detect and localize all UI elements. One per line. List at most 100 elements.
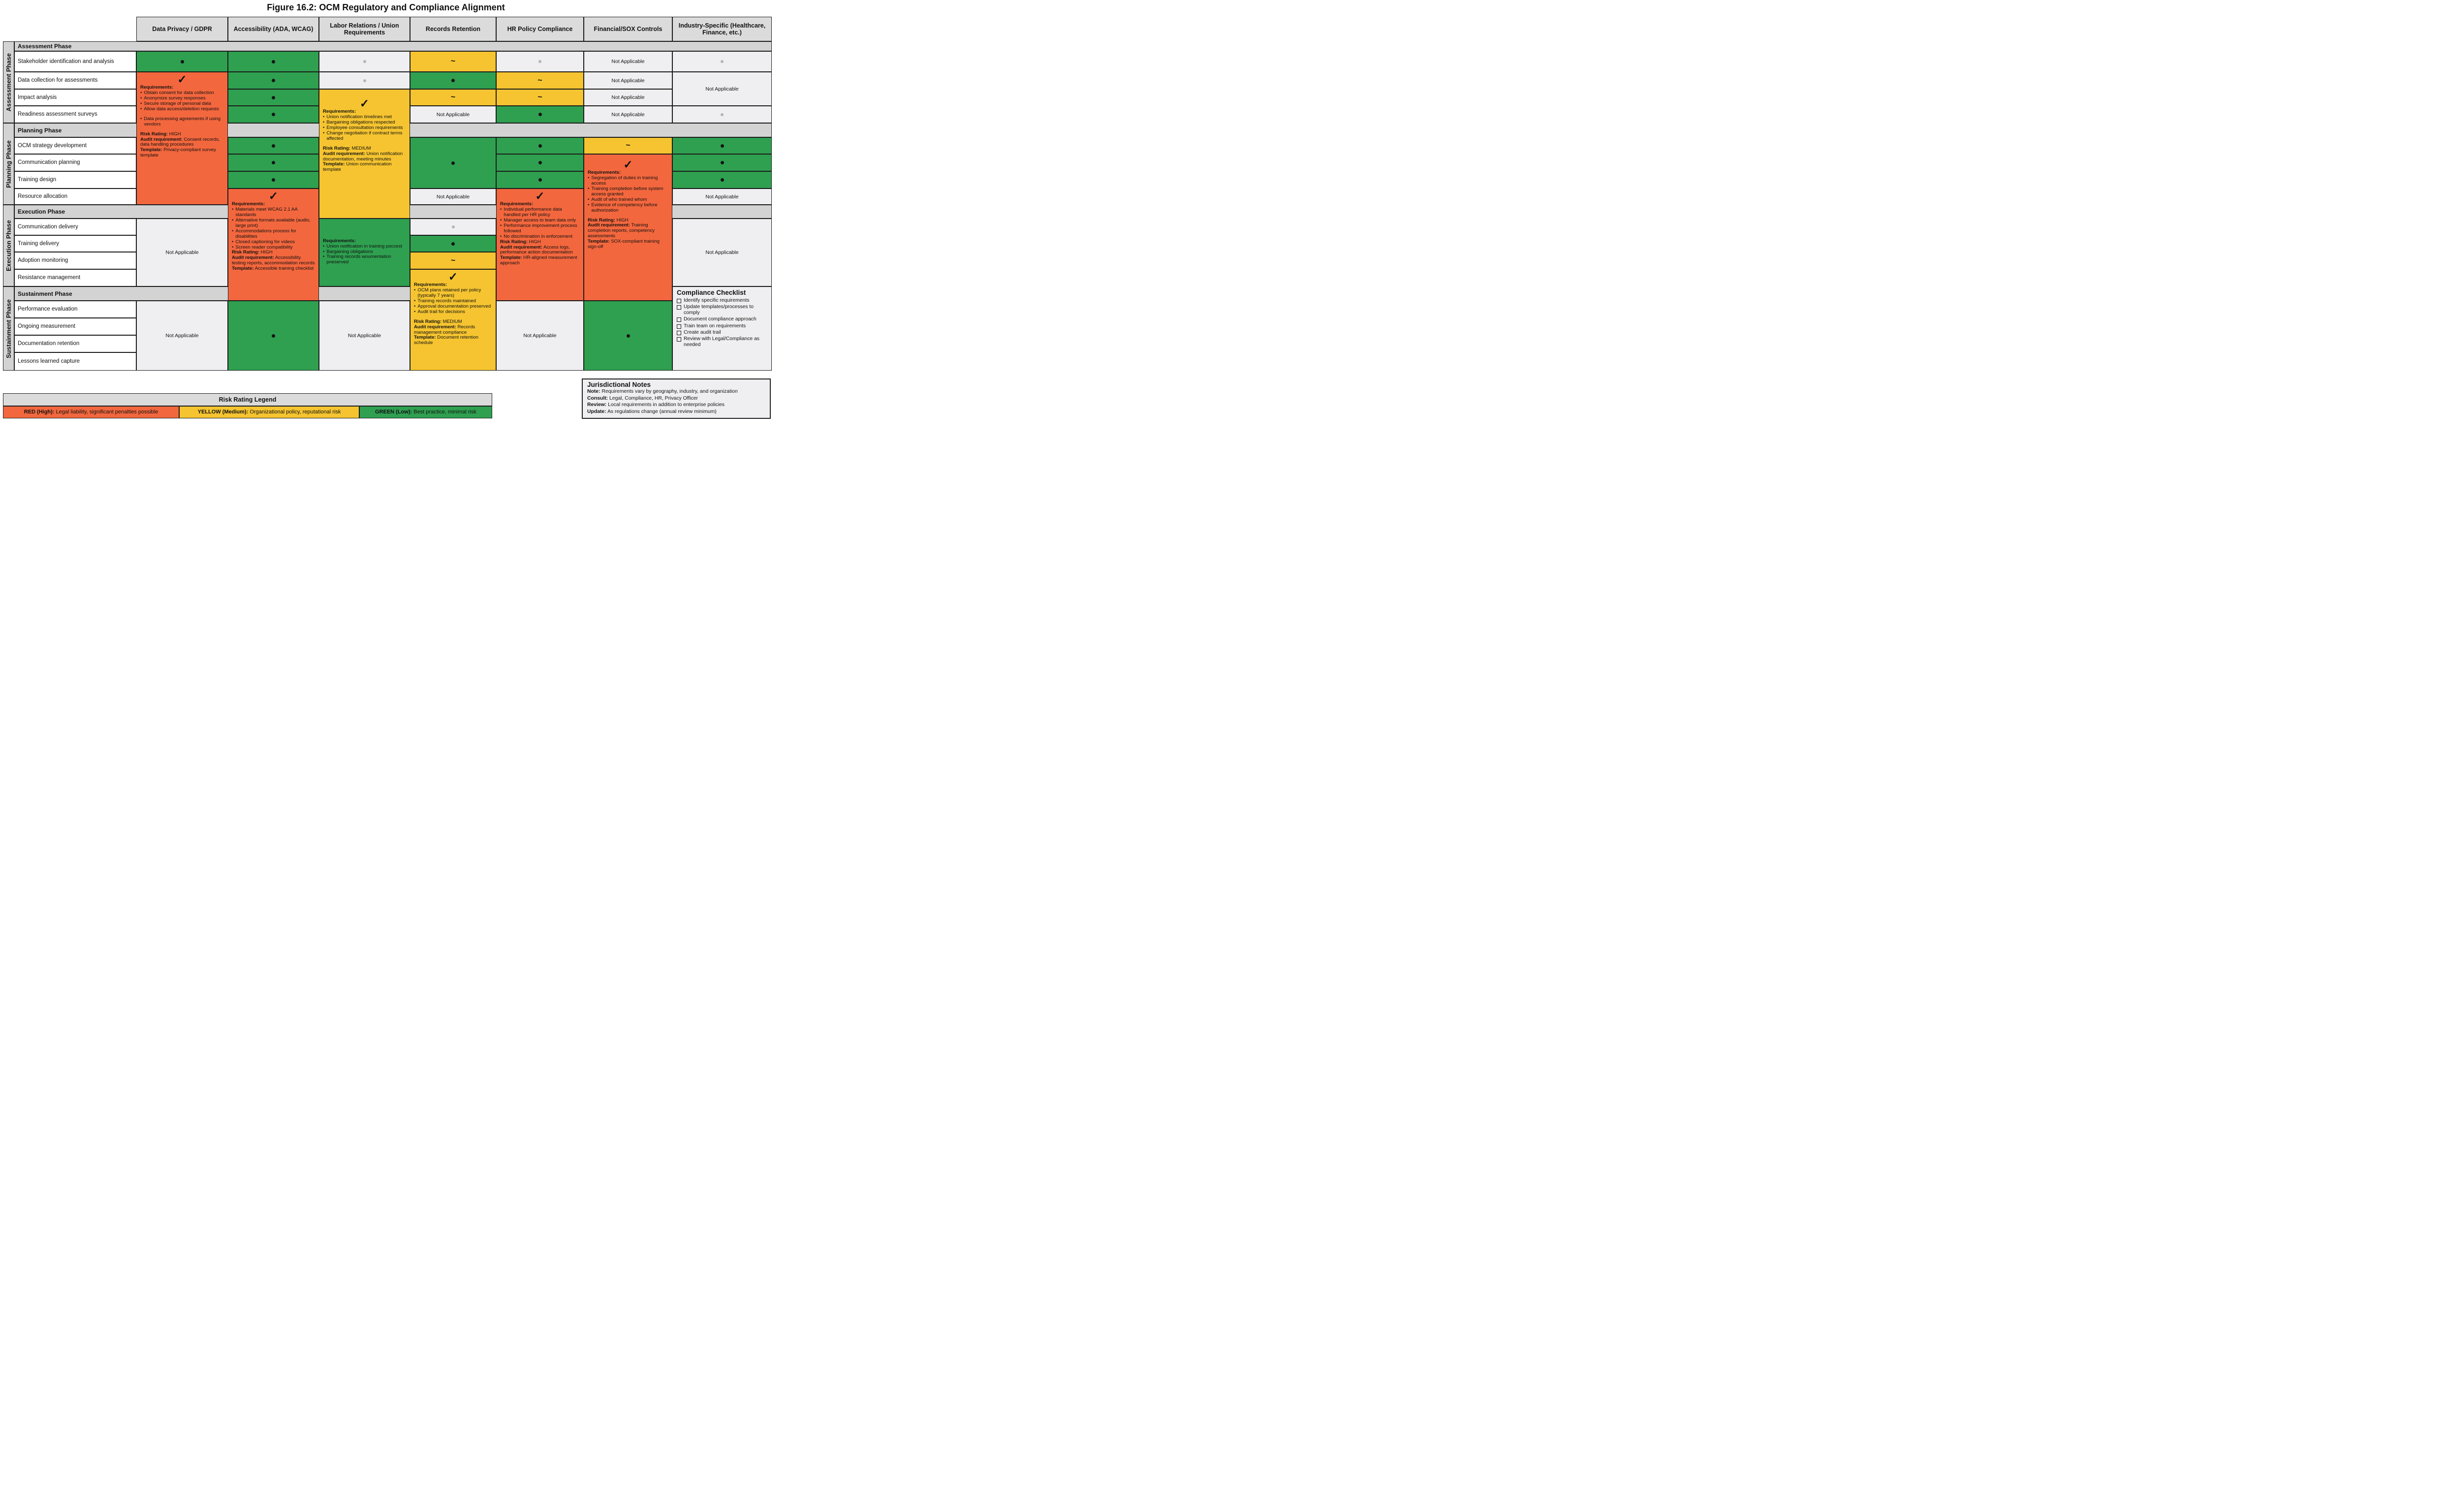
cell-compliant [410,137,496,189]
column-header-1: Data Privacy / GDPR [136,17,228,41]
phase-sidebar-label: Planning Phase [3,123,14,205]
activity-label: Training design [14,171,136,189]
cell-partial: ~ [496,72,584,89]
cell-not-applicable: Not Applicable [672,219,772,286]
cell-not-applicable: Not Applicable [584,51,672,72]
activity-label: Impact analysis [14,89,136,106]
legend-green-low: GREEN (Low): Best practice, minimal risk [359,406,492,418]
cell-compliant [496,154,584,171]
activity-label: Ongoing measurement [14,318,136,335]
cell-not-applicable: Not Applicable [319,301,410,371]
cell-not-applicable: Not Applicable [584,72,672,89]
checklist-item: Create audit trail [677,330,767,336]
tilde-icon: ~ [537,93,542,101]
gray-dot-icon [721,113,724,116]
activity-label: Documentation retention [14,335,136,352]
bullet-dot-icon [451,79,455,82]
checkmark-icon: ✓ [268,189,279,202]
checklist-item: Document compliance approach [677,316,767,322]
cell-requirements-labor_training: Requirements:•Union notification in trai… [319,219,410,286]
checkbox-icon [677,324,681,329]
bullet-dot-icon [538,144,542,148]
cell-partial: ~ [584,137,672,154]
tilde-icon: ~ [450,57,456,65]
column-header-7: Industry-Specific (Healthcare, Finance, … [672,17,772,41]
activity-label: Data collection for assessments [14,72,136,89]
cell-minor [319,51,410,72]
cell-compliant [496,171,584,189]
checkbox-icon [677,317,681,322]
cell-partial: ~ [410,89,496,106]
cell-compliant [410,235,496,252]
bullet-dot-icon [272,178,275,182]
bullet-dot-icon [720,144,724,148]
bullet-dot-icon [538,161,542,164]
gray-dot-icon [538,60,541,63]
cell-requirements-gdpr: ✓Requirements:•Obtain consent for data c… [136,72,228,205]
column-header-3: Labor Relations / Union Requirements [319,17,410,41]
cell-requirements-sox: ✓Requirements:•Segregation of duties in … [584,154,672,301]
bullet-dot-icon [272,60,275,63]
activity-label: Training delivery [14,235,136,252]
legend-red-high: RED (High): Legal liability, significant… [3,406,179,418]
bullet-dot-icon [538,178,542,182]
phase-sidebar-label: Execution Phase [3,205,14,286]
cell-compliant [228,72,319,89]
bullet-dot-icon [626,334,630,338]
activity-label: Adoption monitoring [14,252,136,269]
bullet-dot-icon [272,161,275,164]
note-line-review: Review: Local requirements in addition t… [587,402,725,408]
tilde-icon: ~ [450,93,456,101]
cell-compliant [672,137,772,154]
cell-compliant [228,89,319,106]
notes-title: Jurisdictional Notes [587,381,651,388]
bullet-dot-icon [451,161,455,165]
cell-minor [672,51,772,72]
cell-compliant [410,72,496,89]
checklist-item: Review with Legal/Compliance as needed [677,336,767,348]
activity-label: OCM strategy development [14,137,136,154]
activity-label: Resistance management [14,269,136,286]
legend-yellow-medium: YELLOW (Medium): Organizational policy, … [179,406,359,418]
cell-not-applicable: Not Applicable [136,301,228,371]
activity-label: Resource allocation [14,189,136,205]
cell-requirements-labor: ✓Requirements:•Union notification timeli… [319,89,410,219]
checkmark-icon: ✓ [359,97,370,110]
cell-not-applicable: Not Applicable [584,89,672,106]
cell-minor [672,106,772,123]
cell-requirements-records: ✓Requirements:•OCM plans retained per po… [410,269,496,371]
risk-rating-legend: Risk Rating Legend RED (High): Legal lia… [3,393,492,418]
bullet-dot-icon [272,79,275,82]
cell-minor [410,219,496,235]
activity-label: Communication delivery [14,219,136,235]
checkbox-icon [677,330,681,335]
bullet-dot-icon [451,242,455,246]
cell-minor [319,72,410,89]
bullet-dot-icon [720,178,724,182]
bullet-dot-icon [272,95,275,99]
checkmark-icon: ✓ [177,73,187,86]
cell-compliant [228,137,319,154]
activity-label: Stakeholder identification and analysis [14,51,136,72]
checkmark-icon: ✓ [448,270,458,283]
activity-label: Performance evaluation [14,301,136,318]
cell-not-applicable: Not Applicable [136,219,228,286]
cell-partial: ~ [410,51,496,72]
gray-dot-icon [721,60,724,63]
note-line-consult: Consult: Legal, Compliance, HR, Privacy … [587,395,698,401]
column-header-6: Financial/SOX Controls [584,17,672,41]
checkbox-icon [677,299,681,303]
cell-requirements-accessibility: ✓Requirements:•Materials meet WCAG 2.1 A… [228,189,319,301]
note-line-note: Note: Requirements vary by geography, in… [587,389,738,394]
bullet-dot-icon [272,144,275,148]
cell-not-applicable: Not Applicable [672,189,772,205]
checklist-item: Train team on requirements [677,323,767,329]
note-line-update: Update: As regulations change (annual re… [587,409,717,415]
cell-compliant [228,301,319,371]
cell-not-applicable: Not Applicable [496,301,584,371]
cell-compliant [672,154,772,171]
cell-not-applicable: Not Applicable [672,72,772,106]
bullet-dot-icon [272,113,275,116]
cell-compliant [496,106,584,123]
cell-compliant [496,137,584,154]
